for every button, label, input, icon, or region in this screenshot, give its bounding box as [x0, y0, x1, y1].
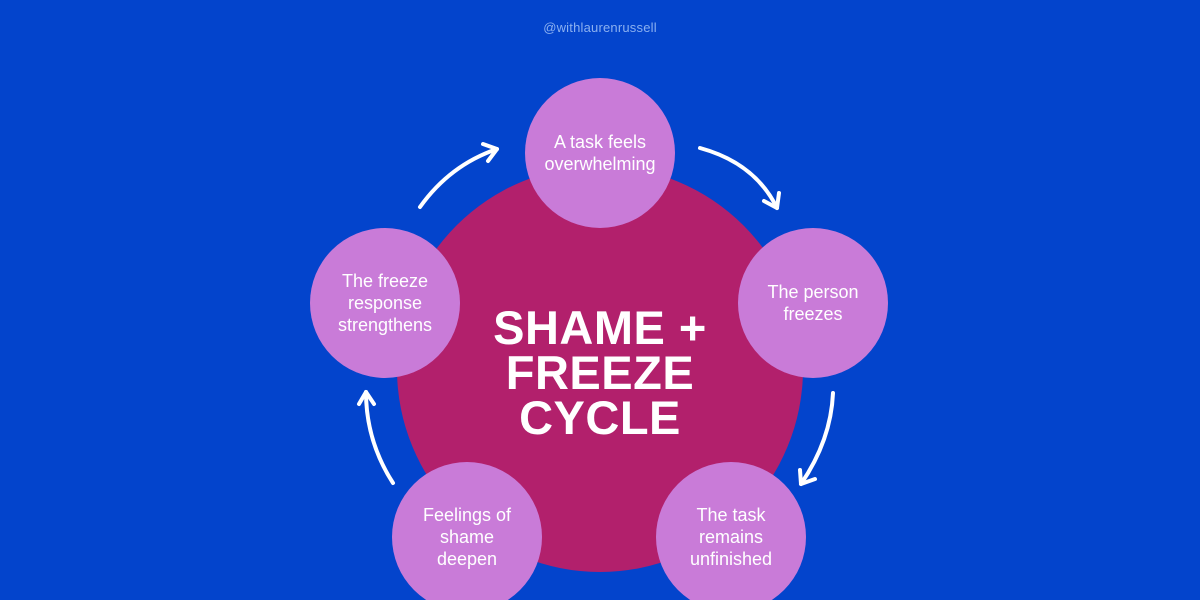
- node-label: Feelings of shame deepen: [402, 504, 532, 570]
- arrow-right-to-bottom-right-head: [798, 468, 817, 486]
- node-label-line: overwhelming: [544, 154, 656, 174]
- author-handle: @withlaurenrussell: [543, 20, 657, 35]
- node-label-line: deepen: [436, 549, 498, 569]
- arrow-bottom-left-to-left-head: [357, 390, 376, 406]
- arrow-left-to-top: [418, 147, 499, 209]
- node-label-line: strengthens: [337, 315, 433, 335]
- node-label-line: shame: [439, 527, 495, 547]
- arrow-bottom-left-to-left: [364, 390, 395, 485]
- cycle-title-line-2: FREEZE: [505, 346, 695, 399]
- node-label-line: response: [347, 293, 423, 313]
- node-label-line: unfinished: [689, 549, 773, 569]
- node-label-line: A task feels: [553, 132, 647, 152]
- arrow-top-to-right-head: [762, 191, 781, 210]
- node-label: The person freezes: [748, 281, 878, 325]
- node-task-unfinished: The task remains unfinished: [656, 462, 806, 600]
- node-label-line: freezes: [783, 304, 843, 324]
- node-label: A task feels overwhelming: [535, 131, 665, 175]
- node-label-line: The person: [767, 282, 859, 302]
- cycle-title-line-3: CYCLE: [519, 391, 681, 444]
- arrow-right-to-bottom-right: [799, 391, 835, 486]
- cycle-title: SHAME + FREEZE CYCLE: [430, 301, 770, 444]
- node-label-line: remains: [698, 527, 764, 547]
- arrow-top-to-right: [698, 146, 779, 210]
- node-label-line: Feelings of: [422, 505, 512, 525]
- node-label: The task remains unfinished: [666, 504, 796, 570]
- node-freeze-strengthens: The freeze response strengthens: [310, 228, 460, 378]
- cycle-title-line-1: SHAME +: [493, 301, 707, 354]
- arrow-left-to-top-head: [481, 142, 499, 163]
- node-label-line: The task: [696, 505, 766, 525]
- node-task-overwhelming: A task feels overwhelming: [525, 78, 675, 228]
- node-label: The freeze response strengthens: [320, 270, 450, 336]
- node-person-freezes: The person freezes: [738, 228, 888, 378]
- node-shame-deepens: Feelings of shame deepen: [392, 462, 542, 600]
- node-label-line: The freeze: [341, 271, 429, 291]
